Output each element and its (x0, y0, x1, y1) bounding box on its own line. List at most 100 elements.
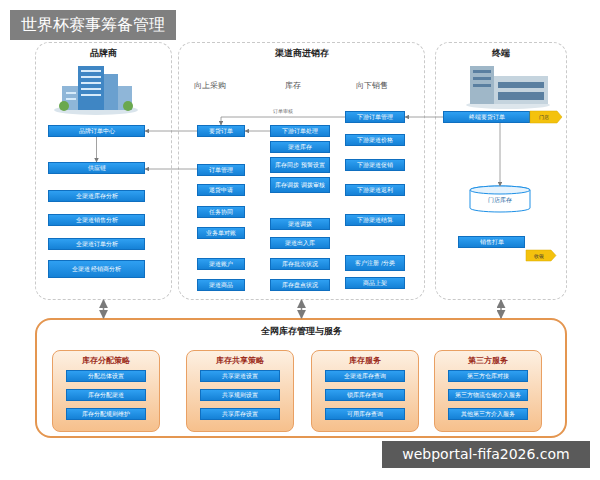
process-box: 下游订单处理 (270, 125, 330, 137)
window-strip (81, 82, 101, 84)
process-box: 全渠道订单分析 (48, 238, 145, 250)
node-label: 门店 (539, 114, 553, 120)
panel-region: 品牌商品牌订单中心供应链全渠道库存分析全渠道销售分析全渠道订单分析全渠道 经销商… (35, 42, 172, 300)
column-heading: 向上采购 (180, 80, 240, 92)
process-box: 渠道调拨 (270, 218, 330, 230)
item-box: 共享库存设置 (200, 408, 280, 420)
region-heading: 全网库存管理与服务 (37, 325, 565, 338)
flow-arrow (221, 117, 345, 125)
process-box: 商品上架 (345, 277, 405, 289)
node-label: 库存同步 预警设置 (273, 162, 327, 168)
node-label: 库存批次状况 (280, 261, 320, 267)
node-label: 渠道调拨 (286, 221, 314, 227)
process-box: 全渠道销售分析 (48, 214, 145, 226)
item-box: 其他第三方介入服务 (448, 408, 528, 420)
cylinder-top (470, 186, 530, 194)
node-label: 全渠道 经销商分析 (70, 266, 124, 272)
flow-arrow (145, 131, 197, 132)
item-box: 锁库库存查询 (325, 389, 405, 401)
process-box: 终端要货订单 (443, 111, 530, 123)
node-label: 下游渠道结算 (355, 217, 395, 223)
node-label: 门店库存 (488, 194, 512, 204)
node-label: 库存分配规则维护 (80, 411, 132, 417)
building-windows (66, 70, 101, 100)
panel-region: 终端终端要货订单门店门店库存销售打单收银 (435, 42, 567, 300)
node-label: 销售打单 (478, 239, 506, 245)
process-box: 订单管理 (197, 164, 245, 176)
node-label: 库存调拨 调拨审核 (273, 182, 327, 188)
service-band: 全网库存管理与服务库存分配策略分配总体设置库存分配渠道库存分配规则维护库存共享策… (35, 318, 567, 438)
process-box: 全渠道 经销商分析 (48, 260, 145, 278)
node-label: 第三方仓库对接 (465, 373, 511, 379)
node-label: 下游订单处理 (280, 128, 320, 134)
item-box: 全渠道库存查询 (325, 370, 405, 382)
node-label: 渠道商品 (207, 282, 235, 288)
building-block (494, 76, 548, 104)
process-box: 库存调拨 调拨审核 (270, 177, 330, 193)
store-building (466, 66, 550, 109)
item-box: 第三方仓库对接 (448, 370, 528, 382)
flow-arrow (500, 123, 501, 186)
node-label: 客户注册 /分类 (353, 260, 397, 266)
region-heading: 库存分配策略 (53, 356, 159, 366)
node-label: 全渠道库存查询 (342, 373, 388, 379)
node-label: 任务协同 (207, 209, 235, 215)
node-label: 库存分配渠道 (86, 392, 126, 398)
item-box: 分配总体设置 (66, 370, 146, 382)
process-box: 业务单对账 (197, 227, 245, 239)
process-box: 库存同步 预警设置 (270, 157, 330, 173)
building-tower (104, 74, 118, 110)
node-label: 全渠道库存分析 (74, 193, 120, 199)
strategy-group: 库存分配策略分配总体设置库存分配渠道库存分配规则维护 (52, 350, 160, 432)
region-heading: 终端 (436, 47, 566, 60)
strategy-group: 库存服务全渠道库存查询锁库库存查询可用库存查询 (311, 350, 419, 432)
node-label: 库存盘点状况 (280, 282, 320, 288)
process-box: 渠道库存 (270, 141, 330, 153)
node-label: 退货申请 (207, 187, 235, 193)
window-strip (473, 84, 491, 87)
item-box: 库存分配渠道 (66, 389, 146, 401)
panel-region: 渠道商进销存要货订单订单管理退货申请任务协同业务单对账渠道账户渠道商品下游订单处… (178, 42, 425, 300)
process-box: 要货订单 (197, 125, 245, 137)
node-label: 商品上架 (361, 280, 389, 286)
double-arrow (500, 300, 502, 318)
window-strip (81, 76, 101, 78)
double-arrow (103, 300, 105, 318)
item-box: 共享渠道设置 (200, 370, 280, 382)
node-label: 全渠道订单分析 (74, 241, 120, 247)
watermark: webportal-fifa2026.com (382, 441, 590, 468)
window-strip (81, 70, 101, 72)
tag-outline (526, 250, 556, 261)
process-box: 销售打单 (458, 236, 525, 248)
edge-label: 订单审核 (273, 109, 293, 114)
node-label: 下游渠道促销 (355, 162, 395, 168)
flow-arrow (145, 169, 197, 170)
item-box: 可用库存查询 (325, 408, 405, 420)
strategy-group: 第三方服务第三方仓库对接第三方物流仓储介入服务其他第三方介入服务 (434, 350, 542, 432)
node-label: 渠道出入库 (283, 240, 317, 246)
process-box: 品牌订单中心 (48, 125, 145, 137)
tree (59, 101, 69, 111)
building-windows (473, 70, 544, 100)
process-box: 渠道商品 (197, 279, 245, 291)
flow-arrow (245, 131, 270, 132)
flow-arrow (96, 137, 97, 162)
node-label: 第三方物流仓储介入服务 (453, 392, 523, 398)
node-label: 业务单对账 (204, 230, 238, 236)
item-box: 共享规则设置 (200, 389, 280, 401)
tree (123, 101, 133, 111)
process-box: 下游渠道结算 (345, 214, 405, 226)
item-box: 第三方物流仓储介入服务 (448, 389, 528, 401)
region-heading: 渠道商进销存 (179, 47, 424, 60)
node-label: 下游渠道返利 (355, 187, 395, 193)
node-label: 共享规则设置 (220, 392, 260, 398)
item-box: 库存分配规则维护 (66, 408, 146, 420)
region-heading: 品牌商 (36, 47, 171, 60)
brand-building (54, 66, 138, 115)
region-heading: 库存服务 (312, 356, 418, 366)
tag-label: 门店 (530, 111, 562, 123)
process-box: 库存盘点状况 (270, 279, 330, 291)
window-strip (473, 70, 491, 73)
